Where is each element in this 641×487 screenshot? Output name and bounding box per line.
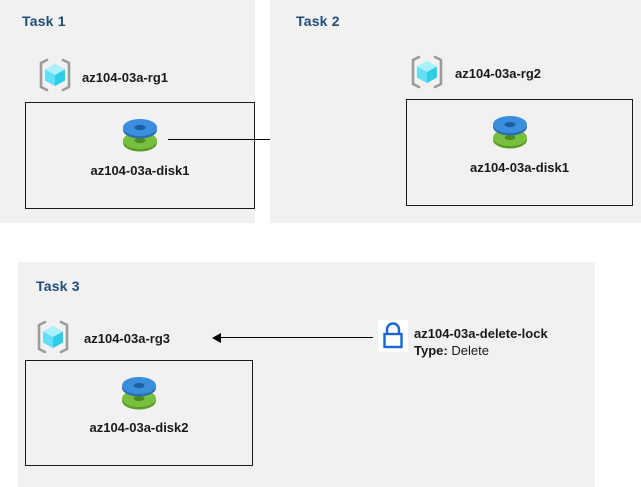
disk-label-disk2-task3: az104-03a-disk2 bbox=[89, 420, 189, 435]
resource-group-label-rg3: az104-03a-rg3 bbox=[84, 331, 170, 346]
task-3-heading: Task 3 bbox=[36, 278, 80, 294]
lock-arrow-line bbox=[221, 337, 373, 338]
task-2-resource-box bbox=[406, 99, 633, 206]
managed-disk-icon bbox=[489, 111, 531, 155]
resource-group-label-rg2: az104-03a-rg2 bbox=[455, 66, 541, 81]
disk-label-disk1-task2: az104-03a-disk1 bbox=[469, 160, 569, 175]
lock-name-label: az104-03a-delete-lock bbox=[414, 326, 548, 341]
task-1-resource-box bbox=[25, 102, 255, 209]
resource-group-icon bbox=[36, 56, 74, 94]
managed-disk-icon bbox=[118, 372, 160, 416]
lock-arrow-head bbox=[212, 332, 221, 343]
managed-disk-icon bbox=[119, 114, 161, 158]
resource-group-icon bbox=[408, 53, 446, 91]
task-1-heading: Task 1 bbox=[22, 13, 66, 29]
resource-group-icon bbox=[34, 318, 72, 356]
resource-group-label-rg1: az104-03a-rg1 bbox=[82, 70, 168, 85]
lock-type-key: Type: bbox=[414, 343, 448, 358]
disk-label-disk1-task1: az104-03a-disk1 bbox=[90, 163, 190, 178]
lock-type-row: Type: Delete bbox=[414, 343, 489, 358]
lock-icon bbox=[378, 320, 408, 352]
lock-type-value: Delete bbox=[451, 343, 489, 358]
task-2-heading: Task 2 bbox=[296, 13, 340, 29]
